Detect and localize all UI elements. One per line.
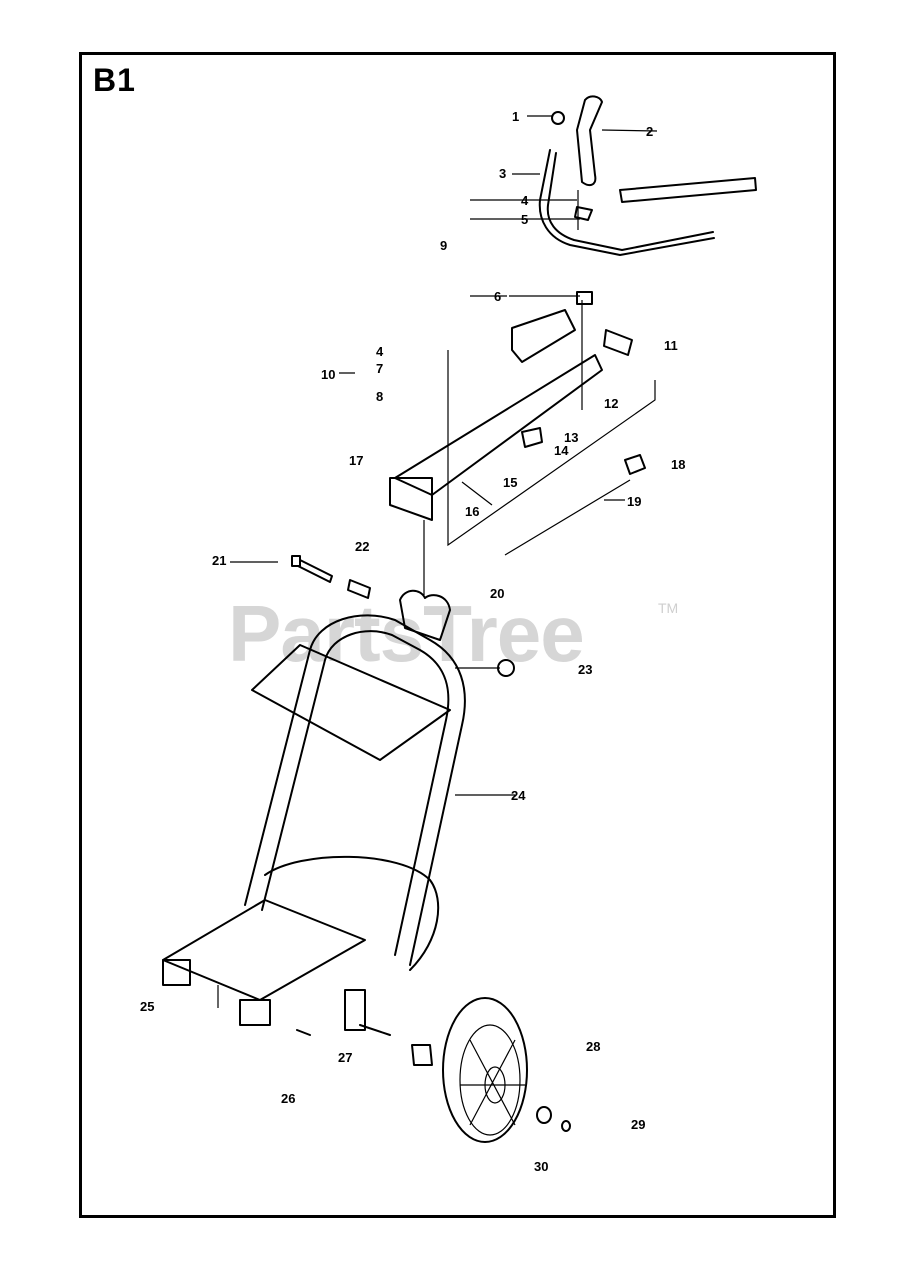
- watermark: PartsTree: [228, 589, 585, 678]
- section-label: B1: [93, 62, 136, 98]
- callout-4: 4: [521, 193, 529, 208]
- callout-1: 1: [512, 109, 520, 124]
- callout-28: 28: [586, 1039, 601, 1054]
- callout-2: 2: [646, 124, 654, 139]
- callout-13: 13: [564, 430, 579, 445]
- callout-3: 3: [499, 166, 507, 181]
- cart-frame: [162, 614, 466, 1031]
- callout-20: 20: [490, 586, 505, 601]
- callout-21: 21: [212, 553, 227, 568]
- callout-11: 11: [664, 338, 678, 353]
- callout-18: 18: [671, 457, 686, 472]
- side-panel: [447, 380, 656, 556]
- callout-17: 17: [349, 453, 364, 468]
- callout-25: 25: [140, 999, 155, 1014]
- callout-24: 24: [511, 788, 526, 803]
- callout-23: 23: [578, 662, 593, 677]
- wheel: [217, 985, 571, 1143]
- callout-26: 26: [281, 1091, 296, 1106]
- leader-lines: [230, 115, 658, 796]
- callout-30: 30: [534, 1159, 549, 1174]
- diagram-frame: [79, 52, 836, 1218]
- handle-assembly: [538, 95, 757, 410]
- callout-22: 22: [355, 539, 370, 554]
- bolts: [291, 520, 515, 677]
- callout-4b: 4: [376, 344, 384, 359]
- callout-10: 10: [321, 367, 336, 382]
- callout-19: 19: [627, 494, 642, 509]
- watermark-trademark: TM: [658, 600, 679, 616]
- callout-7: 7: [376, 361, 384, 376]
- callout-29: 29: [631, 1117, 646, 1132]
- frame-beam: [389, 309, 633, 521]
- callout-27: 27: [338, 1050, 353, 1065]
- callout-12: 12: [604, 396, 619, 411]
- callout-14: 14: [554, 443, 569, 458]
- callout-15: 15: [503, 475, 518, 490]
- callout-5: 5: [521, 212, 529, 227]
- callout-8: 8: [376, 389, 384, 404]
- callout-16: 16: [465, 504, 480, 519]
- callout-6: 6: [494, 289, 502, 304]
- callout-9: 9: [440, 238, 448, 253]
